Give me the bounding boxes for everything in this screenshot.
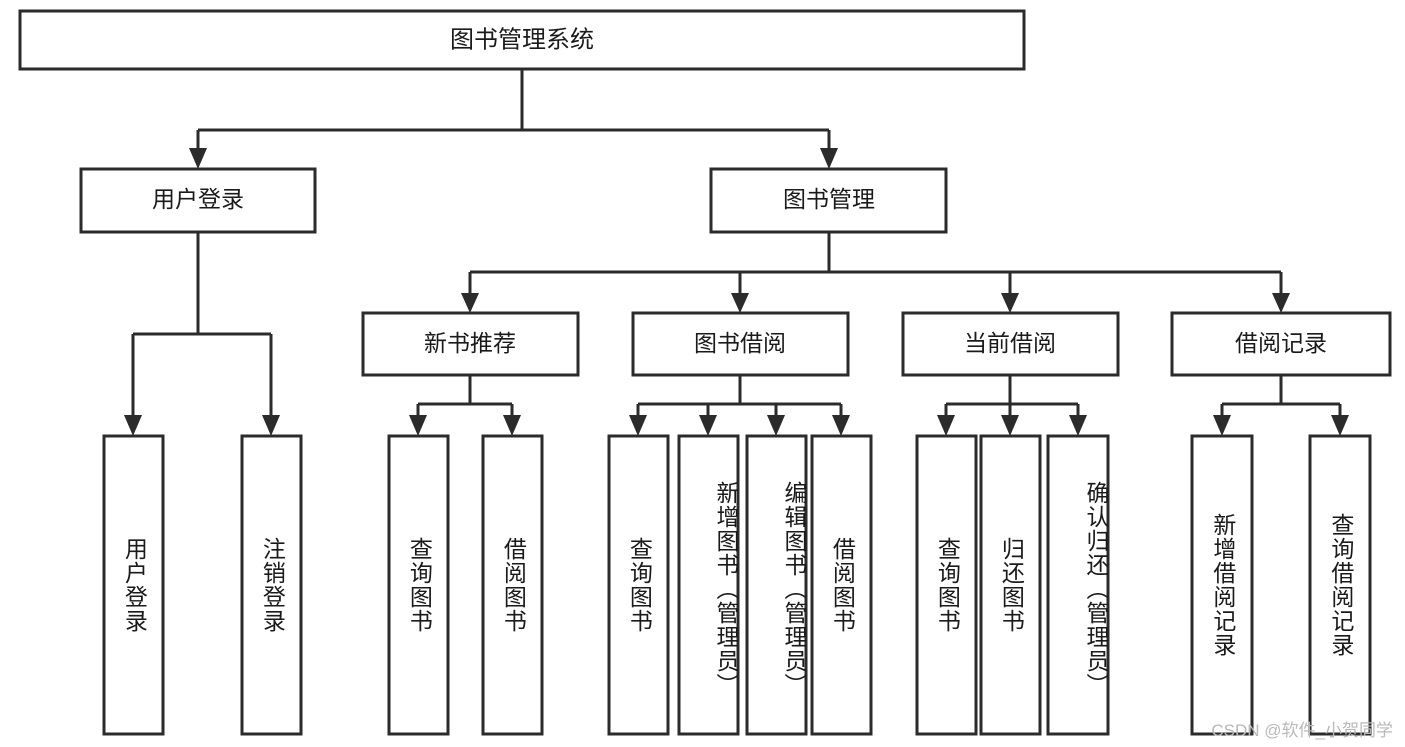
csdn-watermark: CSDN @软件_小贺同学: [1211, 721, 1393, 740]
node-box-current-borrow[interactable]: [901, 311, 1120, 377]
arrow-head-leaf-user-login: [124, 415, 142, 436]
leaf-box-br-query-record[interactable]: [1308, 434, 1372, 736]
node-box-book-borrow[interactable]: [631, 311, 850, 377]
arrow-head-bb-leaf4: [832, 415, 850, 436]
arrow-head-nb-leaf2: [503, 415, 521, 436]
arrow-head-current-borrow: [1001, 293, 1019, 313]
arrow-head-bb-leaf1: [629, 415, 647, 436]
leaf-box-cb-return-book[interactable]: [979, 434, 1042, 736]
node-label-book-manage: 图书管理: [783, 186, 875, 212]
node-label-new-book-recommend: 新书推荐: [424, 330, 516, 356]
arrow-head-book-borrow: [731, 293, 749, 313]
arrow-head-new-book: [461, 293, 479, 313]
node-box-borrow-record[interactable]: [1170, 311, 1392, 377]
node-label-root: 图书管理系统: [450, 26, 594, 53]
arrow-head-bb-leaf3: [767, 415, 785, 436]
arrow-head-cb-leaf2: [1001, 415, 1019, 436]
arrow-head-cb-leaf3: [1069, 415, 1087, 436]
leaf-box-bb-add-book[interactable]: [677, 434, 740, 736]
leaf-box-nb-borrow-book[interactable]: [481, 434, 544, 736]
leaf-box-cb-query-book[interactable]: [915, 434, 978, 736]
node-label-book-borrow: 图书借阅: [694, 330, 786, 356]
node-box-new-book-recommend[interactable]: [361, 311, 580, 377]
arrow-head-borrow-record: [1272, 293, 1290, 313]
arrow-head-br-leaf2: [1331, 415, 1349, 436]
node-box-book-manage[interactable]: [709, 167, 948, 234]
arrow-head-br-leaf1: [1213, 415, 1231, 436]
leaf-box-bb-edit-book[interactable]: [745, 434, 808, 736]
node-box-user-login[interactable]: [79, 167, 317, 234]
node-label-current-borrow: 当前借阅: [964, 330, 1056, 356]
leaf-box-cb-confirm-return[interactable]: [1046, 434, 1110, 736]
leaf-box-bb-query-book[interactable]: [607, 434, 670, 736]
leaf-box-bb-borrow-book[interactable]: [810, 434, 873, 736]
arrow-head-cb-leaf1: [937, 415, 955, 436]
leaf-box-nb-query-book[interactable]: [387, 434, 450, 736]
arrow-head-leaf-logout: [262, 415, 280, 436]
leaf-box-user-login[interactable]: [102, 434, 165, 736]
leaf-box-br-add-record[interactable]: [1190, 434, 1254, 736]
leaf-box-logout[interactable]: [240, 434, 303, 736]
node-label-borrow-record: 借阅记录: [1235, 330, 1327, 356]
node-label-user-login: 用户登录: [152, 186, 244, 212]
arrow-head-bb-leaf2: [699, 415, 717, 436]
arrow-head-nb-leaf1: [409, 415, 427, 436]
node-box-root[interactable]: [18, 9, 1026, 71]
arrow-head-user-login: [189, 148, 207, 169]
arrow-head-book-manage: [820, 148, 838, 169]
